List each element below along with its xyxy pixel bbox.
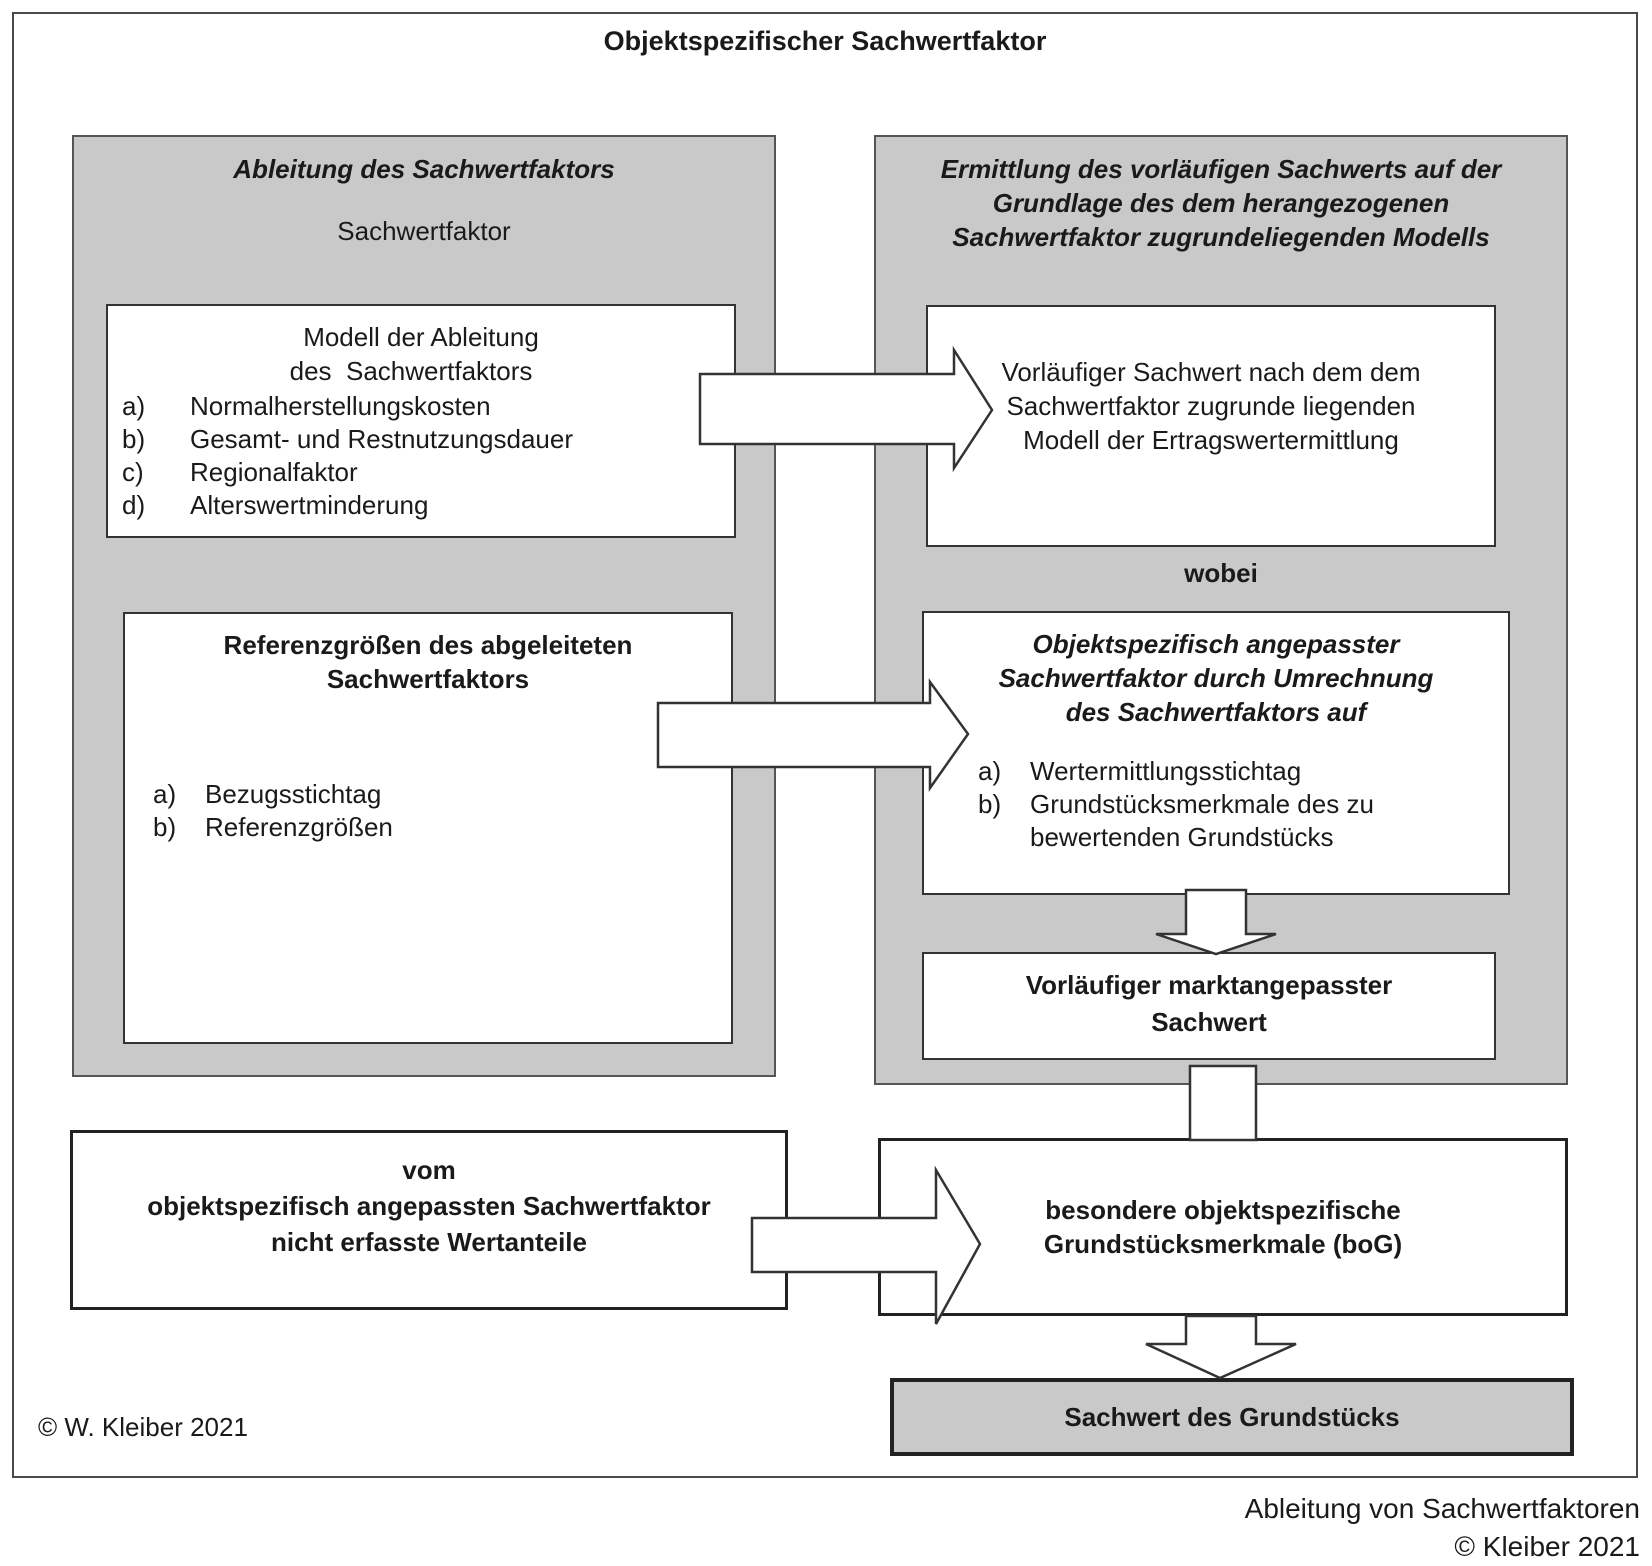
adjusted-title-line2: Sachwertfaktor durch Umrechnung — [998, 663, 1434, 693]
result-label: Sachwert des Grundstücks — [1064, 1402, 1400, 1432]
list-item: b)Gesamt- und Restnutzungsdauer — [122, 424, 573, 454]
market-line1: Vorläufiger marktangepasster — [1025, 970, 1393, 1000]
list-item: b)Grundstücksmerkmale des zu — [978, 789, 1374, 819]
connector-label: wobei — [1184, 558, 1258, 588]
list-item: a)Wertermittlungsstichtag — [978, 756, 1302, 786]
unrecorded-line3: nicht erfasste Wertanteile — [271, 1227, 587, 1257]
preliminary-value-box: Vorläufiger Sachwert nach dem dem Sachwe… — [926, 305, 1496, 547]
list-item: bewertenden Grundstücks — [1030, 822, 1334, 852]
caption-line1: Ableitung von Sachwertfaktoren — [1244, 1493, 1640, 1524]
diagram-copyright: © W. Kleiber 2021 — [38, 1412, 248, 1442]
list-item: c)Regionalfaktor — [122, 457, 358, 487]
unrecorded-line2: objektspezifisch angepassten Sachwertfak… — [147, 1191, 711, 1221]
market-line2: Sachwert — [1151, 1007, 1267, 1037]
unrecorded-line1: vom — [402, 1155, 456, 1185]
adjusted-title-line1: Objektspezifisch angepasster — [1032, 629, 1400, 659]
special-line2: Grundstücksmerkmale (boG) — [1043, 1229, 1403, 1259]
preliminary-line1: Vorläufiger Sachwert nach dem dem — [1001, 357, 1421, 387]
caption: Ableitung von Sachwertfaktoren © Kleiber… — [1245, 1490, 1640, 1566]
arrow-right-unrecorded — [750, 1165, 982, 1325]
list-item: a)Normalherstellungskosten — [122, 391, 491, 421]
right-panel-heading-line1: Ermittlung des vorläufigen Sachwerts auf… — [940, 154, 1502, 184]
arrow-right-model — [698, 345, 994, 473]
model-box: Modell der Ableitung des Sachwertfaktors… — [106, 304, 736, 538]
left-panel-subheading: Sachwertfaktor — [337, 216, 511, 246]
right-panel-heading-line2: Grundlage des dem herangezogenen — [992, 188, 1450, 218]
preliminary-line3: Modell der Ertragswertermittlung — [1023, 425, 1399, 455]
reference-list: a)Bezugsstichtag b)Referenzgrößen — [153, 778, 731, 844]
arrow-right-reference — [656, 678, 970, 792]
result-box: Sachwert des Grundstücks — [890, 1378, 1574, 1456]
arrow-down-market — [1188, 1064, 1258, 1142]
reference-box-title-line2: Sachwertfaktors — [326, 664, 530, 694]
adjusted-list: a)Wertermittlungsstichtag b)Grundstücksm… — [978, 755, 1508, 854]
right-panel-heading-line3: Sachwertfaktor zugrundeliegenden Modells — [952, 222, 1490, 252]
model-box-title-line2: des Sachwertfaktors — [289, 356, 533, 386]
model-list: a)Normalherstellungskosten b)Gesamt- und… — [122, 390, 734, 522]
list-item: a)Bezugsstichtag — [153, 779, 382, 809]
right-panel-heading: Ermittlung des vorläufigen Sachwerts auf… — [874, 152, 1568, 254]
caption-line2: © Kleiber 2021 — [1454, 1531, 1640, 1562]
market-value-box: Vorläufiger marktangepasster Sachwert — [922, 952, 1496, 1060]
left-panel-heading: Ableitung des Sachwertfaktors — [233, 154, 615, 184]
adjusted-title-line3: des Sachwertfaktors auf — [1065, 697, 1367, 727]
special-features-box: besondere objektspezifische Grundstücksm… — [878, 1138, 1568, 1316]
list-item: d)Alterswertminderung — [122, 490, 429, 520]
list-item: b)Referenzgrößen — [153, 812, 393, 842]
arrow-down-adjusted — [1155, 888, 1277, 956]
reference-box: Referenzgrößen des abgeleiteten Sachwert… — [123, 612, 733, 1044]
reference-box-title-line1: Referenzgrößen des abgeleiteten — [223, 630, 633, 660]
special-line1: besondere objektspezifische — [1045, 1195, 1401, 1225]
diagram-title: Objektspezifischer Sachwertfaktor — [603, 26, 1047, 56]
preliminary-line2: Sachwertfaktor zugrunde liegenden — [1006, 391, 1416, 421]
arrow-down-special — [1145, 1314, 1297, 1380]
model-box-title-line1: Modell der Ableitung — [303, 322, 539, 352]
